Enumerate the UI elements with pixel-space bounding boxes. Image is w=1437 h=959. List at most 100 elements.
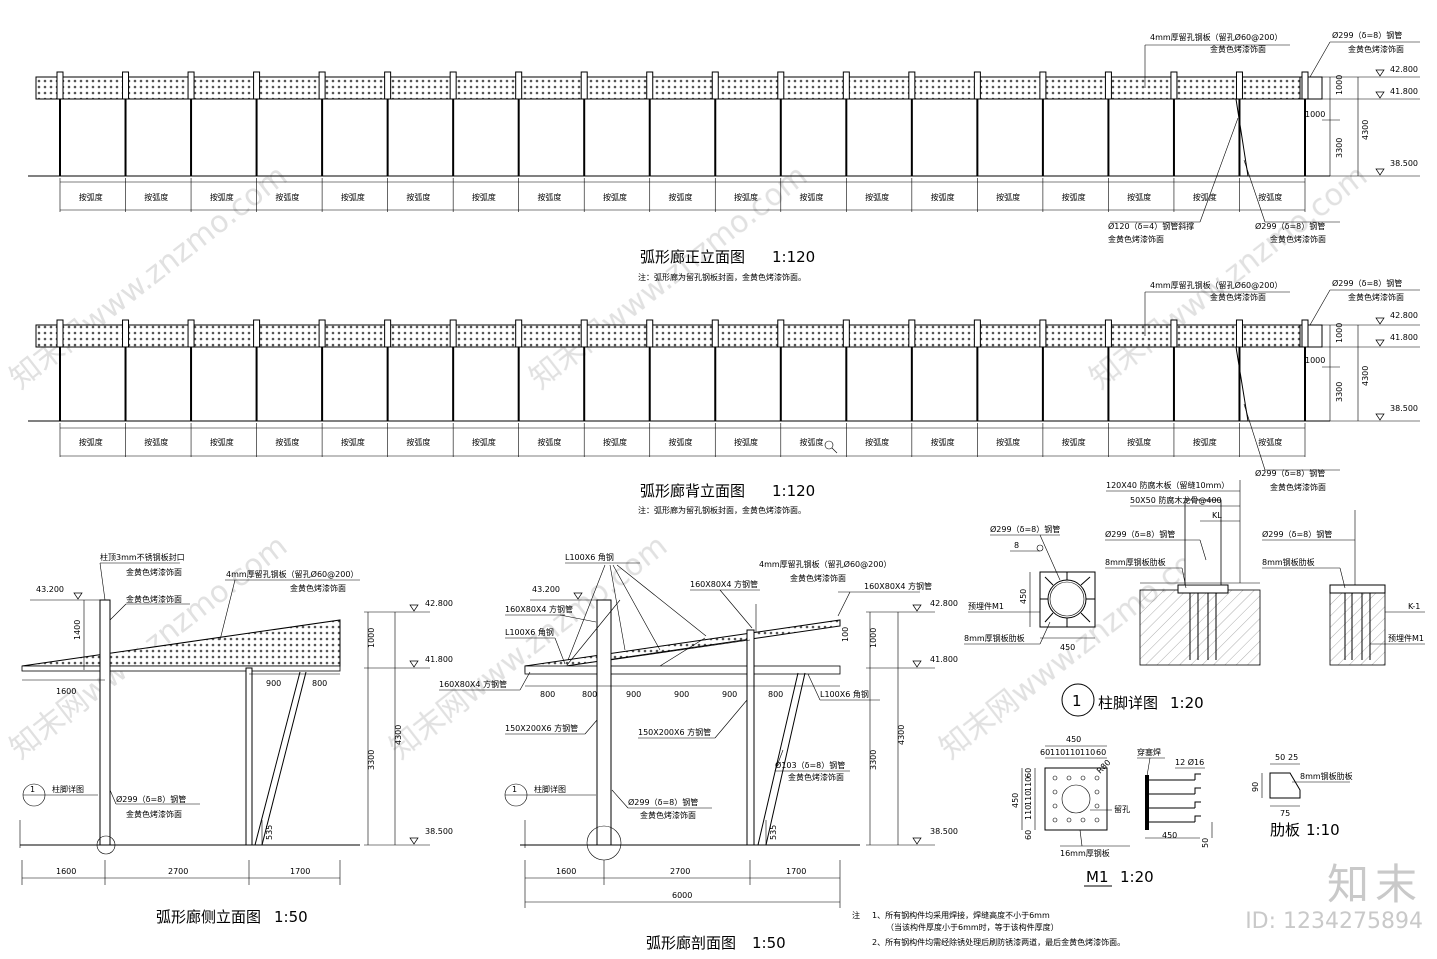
span-label: 按弧度 <box>210 192 234 202</box>
section-scale: 1:50 <box>752 934 786 952</box>
detail-no: 1 <box>512 785 517 794</box>
column-cap <box>187 71 195 100</box>
callout-plate-finish: 金黄色烤漆饰面 <box>290 583 346 593</box>
dim-1000: 1000 <box>1335 75 1344 95</box>
span-label: 按弧度 <box>1193 437 1217 447</box>
column-cap <box>646 319 654 348</box>
brand-logo: 知末 <box>1326 860 1423 909</box>
column-detail-title: 柱脚详图 <box>1098 694 1158 712</box>
concrete-base <box>1329 591 1386 666</box>
rear-column <box>245 667 253 846</box>
diagonal-brace <box>1235 98 1249 177</box>
column-cap <box>973 319 981 348</box>
span-label: 按弧度 <box>669 437 693 447</box>
callout-pipe: Ø299（δ=8）钢管 <box>1332 278 1402 288</box>
callout-wood1: 120X40 防腐木板（留缝10mm） <box>1106 480 1229 490</box>
elevation-38500: 38.500 <box>425 827 453 836</box>
dim-1000-b: 1000 <box>1305 356 1325 365</box>
m1-dim-top-5: 60 <box>1096 748 1106 757</box>
m1-weld: 穿塞焊 <box>1137 747 1161 757</box>
dim-1000: 1000 <box>367 628 376 648</box>
dim-6000: 6000 <box>672 891 692 900</box>
callout-angle1: L100X6 角钢 <box>565 552 614 562</box>
detail-bubble <box>1061 683 1095 717</box>
watermark-brand: 知末 ID: 1234275894 <box>1245 861 1423 935</box>
m1-bars: 12 Ø16 <box>1175 757 1204 767</box>
elevation-ground: 38.500 <box>1390 159 1418 168</box>
front-elevation: 按弧度按弧度按弧度按弧度按弧度按弧度按弧度按弧度按弧度按弧度按弧度按弧度按弧度按… <box>28 30 1420 282</box>
callout-pipe: Ø299（δ=8）钢管 <box>116 794 186 804</box>
span-label: 按弧度 <box>734 437 758 447</box>
elevation-mid: 41.800 <box>1390 333 1418 342</box>
notes-line1: 1、所有钢构件均采用焊接，焊缝高度不小于6mm <box>872 910 1050 920</box>
callout-rib: 8mm厚钢板肋板 <box>964 633 1025 643</box>
elevation-42800: 42.800 <box>930 599 958 608</box>
column-cap <box>842 319 850 348</box>
m1-dim-left-1: 60 <box>1024 768 1033 778</box>
front-elevation-scale: 1:120 <box>772 248 815 266</box>
callout-cap-finish: 金黄色烤漆饰面 <box>126 567 182 577</box>
callout-pipe-finish: 金黄色烤漆饰面 <box>126 809 182 819</box>
general-notes: 注 1、所有钢构件均采用焊接，焊缝高度不小于6mm （当该构件厚度小于6mm时，… <box>852 910 1125 947</box>
detail-ref: 柱脚详图 <box>534 784 566 794</box>
column-cap <box>122 71 130 100</box>
back-elevation-title: 弧形廊背立面图 <box>640 482 745 500</box>
column-cap <box>711 71 719 100</box>
callout-plate-finish: 金黄色烤漆饰面 <box>1210 292 1266 302</box>
callout-brace-finish: 金黄色烤漆饰面 <box>1108 234 1164 244</box>
column-section <box>1184 499 1222 586</box>
callout-tube3: 160X80X4 方钢管 <box>864 581 932 591</box>
section-title: 弧形廊剖面图 <box>646 934 736 952</box>
elevation-mid: 41.800 <box>1390 87 1418 96</box>
callout-pipe1: Ø103（δ=8）钢管 <box>775 760 845 770</box>
column-cap <box>56 71 64 100</box>
dim-800-c: 800 <box>768 690 783 699</box>
dim-1000: 1000 <box>869 628 878 648</box>
back-elevation: 按弧度按弧度按弧度按弧度按弧度按弧度按弧度按弧度按弧度按弧度按弧度按弧度按弧度按… <box>28 278 1420 515</box>
plate-plan <box>1044 767 1108 831</box>
m1-dim-left-4: 110 <box>1024 805 1033 820</box>
span-label: 按弧度 <box>144 437 168 447</box>
callout-pipe: Ø299（δ=8）钢管 <box>1332 30 1402 40</box>
callout-pipe-a: Ø299（δ=8）钢管 <box>990 524 1060 534</box>
span-label: 按弧度 <box>472 437 496 447</box>
callout-plate-finish: 金黄色烤漆饰面 <box>1210 44 1266 54</box>
span-label: 按弧度 <box>341 192 365 202</box>
column-cap <box>253 71 261 100</box>
span-label: 按弧度 <box>603 437 627 447</box>
span-label: 按弧度 <box>1258 192 1282 202</box>
dim-4300: 4300 <box>1361 120 1370 140</box>
span-label: 按弧度 <box>406 192 430 202</box>
callout-tube4: 160X80X4 方钢管 <box>439 679 507 689</box>
span-label: 按弧度 <box>1258 437 1282 447</box>
main-column <box>99 599 111 846</box>
column-row <box>56 319 1309 457</box>
m1-title: M1 <box>1086 868 1109 886</box>
span-label: 按弧度 <box>996 437 1020 447</box>
dim-2700: 2700 <box>168 867 188 876</box>
dim-900-c: 900 <box>722 690 737 699</box>
span-label: 按弧度 <box>603 192 627 202</box>
callout-pipe-finish: 金黄色烤漆饰面 <box>1348 292 1404 302</box>
callout-plate: 4mm厚留孔钢板（留孔Ø60@200） <box>226 569 358 579</box>
notes-prefix: 注 <box>852 910 860 920</box>
column-cap <box>1039 319 1047 348</box>
dim-1600-top: 1600 <box>56 687 76 696</box>
span-label: 按弧度 <box>996 192 1020 202</box>
dim-4300: 4300 <box>897 725 906 745</box>
rib-scale: 1:10 <box>1306 821 1340 839</box>
span-label: 按弧度 <box>341 437 365 447</box>
dim-800-a: 800 <box>540 690 555 699</box>
m1-dim-top-3: 110 <box>1065 748 1080 757</box>
elevation-41800: 41.800 <box>930 655 958 664</box>
column-cap <box>711 319 719 348</box>
column-cap <box>1235 71 1243 100</box>
callout-brace: Ø120（δ=4）钢管斜撑 <box>1108 221 1194 231</box>
detail-bubble-no: 1 <box>1072 692 1082 710</box>
span-label: 按弧度 <box>1127 437 1151 447</box>
rib-shape <box>1269 772 1301 799</box>
dim-900: 900 <box>266 679 281 688</box>
column-cap <box>253 319 261 348</box>
m1-dim-left-2: 110 <box>1024 777 1033 792</box>
